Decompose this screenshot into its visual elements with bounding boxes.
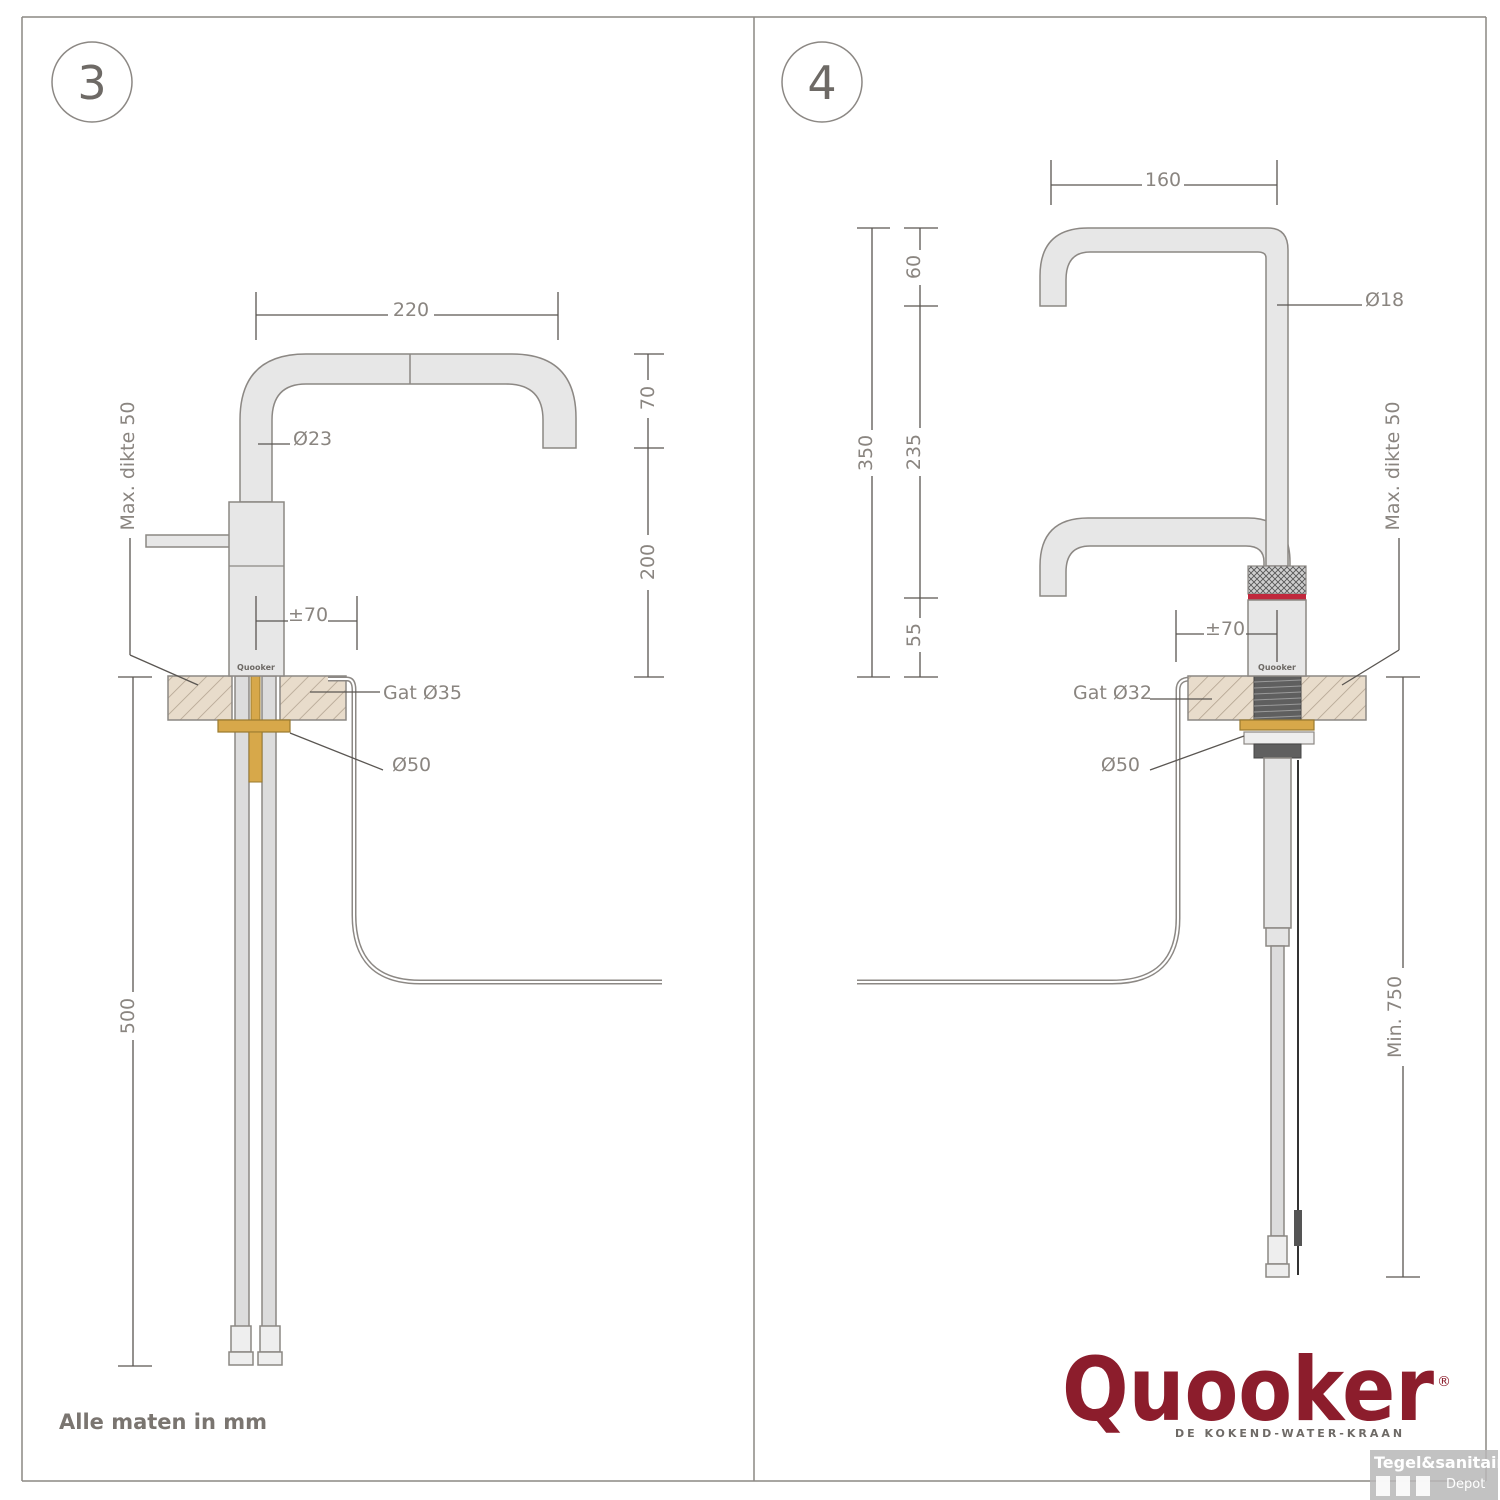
mounting-sleeve-4 [1239, 675, 1315, 1278]
watermark: Tegel&sanitair Depot [1370, 1450, 1500, 1500]
knurled-knob [1247, 565, 1307, 595]
watermark-line1: Tegel&sanitair [1374, 1453, 1500, 1472]
dim-height-top-3: 70 [637, 386, 659, 410]
dim-handle-offset-4 [1175, 610, 1278, 662]
tap-3: Quooker [145, 353, 577, 677]
lower-spout-4 [1039, 517, 1291, 597]
dim-height-bottom-4: 55 [903, 623, 925, 647]
panel-3: 3 Quook [51, 41, 664, 1434]
brand-logo-text: Quooker [1062, 1338, 1435, 1441]
dim-heights-4 [904, 227, 938, 678]
watermark-line2: Depot [1446, 1477, 1485, 1492]
dim-hose-length-3 [118, 676, 152, 1367]
dim-hose-length-3-label: 500 [117, 998, 139, 1034]
dim-handle-offset-3-label: ±70 [288, 604, 328, 626]
maker-mark-3: Quooker [237, 663, 275, 672]
dim-max-thickness-3: Max. dikte 50 [117, 401, 139, 530]
footer-note: Alle maten in mm [59, 1410, 267, 1434]
drain-pipe-3 [328, 676, 662, 985]
dim-total-height-4 [857, 227, 890, 678]
dim-spout-reach-3-label: 220 [393, 299, 429, 321]
dim-heights-3 [634, 353, 664, 678]
step-3-number: 3 [77, 56, 106, 110]
maker-mark-4: Quooker [1258, 663, 1296, 672]
panel-frames [21, 16, 1487, 1482]
dim-spout-diameter-4: Ø18 [1365, 289, 1404, 311]
drain-pipe-4 [857, 676, 1210, 985]
dim-max-thickness-4: Max. dikte 50 [1382, 401, 1404, 530]
dim-min-clearance-4-label: Min. 750 [1384, 976, 1406, 1058]
dim-handle-offset-3 [255, 596, 358, 650]
dim-hole-4: Gat Ø32 [1073, 682, 1152, 704]
dim-handle-offset-4-label: ±70 [1205, 618, 1245, 640]
dim-spout-diameter-3: Ø23 [293, 428, 332, 450]
dim-height-top-4: 60 [903, 255, 925, 279]
brand-logo: Quooker ® DE KOKEND-WATER-KRAAN [1062, 1338, 1451, 1441]
dim-total-height-4-label: 350 [855, 435, 877, 471]
dim-hole-3: Gat Ø35 [383, 682, 462, 704]
panel-4: 4 [781, 41, 1500, 1500]
supply-hoses [228, 675, 283, 1366]
dim-min-clearance-4 [1386, 676, 1420, 1278]
step-3-badge [51, 41, 133, 123]
brand-registered-mark: ® [1437, 1374, 1451, 1390]
brand-tagline: DE KOKEND-WATER-KRAAN [1175, 1427, 1405, 1440]
upper-spout-4 [1039, 227, 1289, 567]
dim-height-middle-4: 235 [903, 434, 925, 470]
dim-height-main-3: 200 [637, 544, 659, 580]
dim-spout-reach-3 [255, 292, 559, 340]
mounting-hardware [217, 675, 291, 783]
dim-spout-reach-4-label: 160 [1145, 169, 1181, 191]
worktop-section [167, 675, 347, 721]
dim-washer-3: Ø50 [392, 754, 431, 776]
step-4-badge [781, 41, 863, 123]
dim-spout-reach-4 [1050, 160, 1278, 205]
step-4-number: 4 [807, 56, 836, 110]
dim-washer-4: Ø50 [1101, 754, 1140, 776]
